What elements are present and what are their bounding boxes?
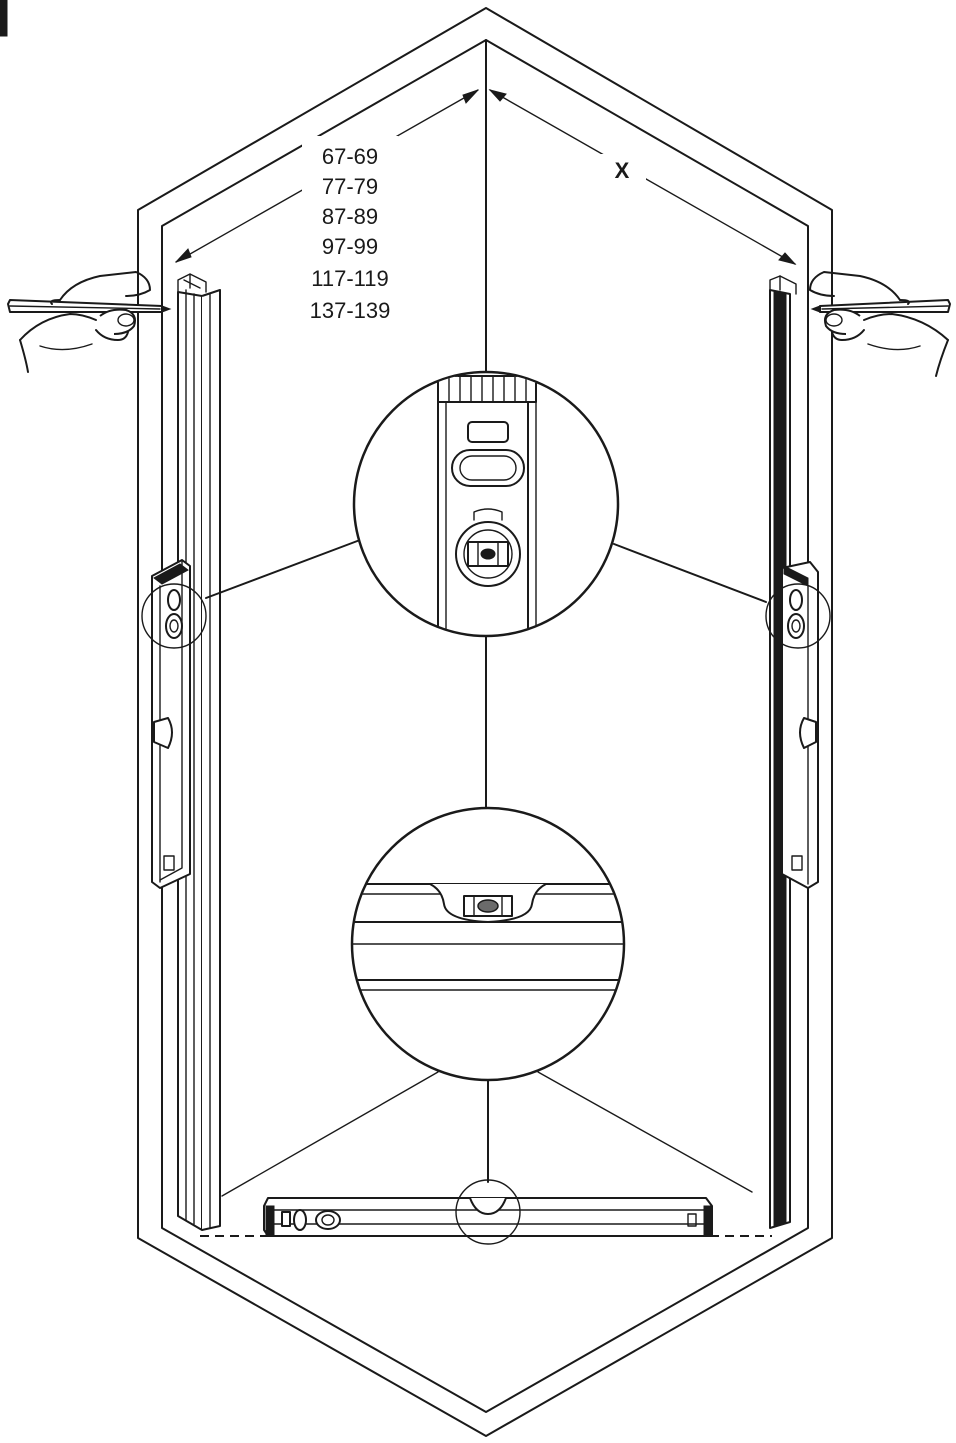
dimension-label-4: 97-99 <box>322 234 378 259</box>
vertical-level-detail-bubble <box>352 370 620 638</box>
right-wall-profile <box>769 275 797 1229</box>
dimension-label-3: 87-89 <box>322 204 378 229</box>
left-hand-pencil <box>7 271 172 373</box>
tray-inner-outline <box>161 39 809 1413</box>
left-spirit-level <box>151 559 191 889</box>
leader-line-left <box>205 539 361 599</box>
right-zoom-marker <box>765 583 831 649</box>
leader-line-lower-right <box>537 1071 753 1193</box>
right-spirit-level <box>781 561 819 889</box>
floor-spirit-level <box>263 1197 713 1237</box>
tray-outer-outline <box>137 7 833 1437</box>
dimension-label-1: 67-69 <box>322 144 378 169</box>
left-zoom-marker <box>141 583 207 649</box>
floor-zoom-marker <box>455 1179 521 1245</box>
horizontal-level-detail-bubble <box>350 806 626 1082</box>
leader-line-lower-left <box>221 1071 439 1197</box>
page-corner-tab <box>0 0 8 37</box>
dimension-label-2: 77-79 <box>322 174 378 199</box>
leader-line-right <box>613 543 767 603</box>
dimension-label-group: 67-69 77-79 87-89 97-99 117-119 137-139 <box>310 144 391 323</box>
right-hand-pencil <box>809 271 951 377</box>
variable-x-label: X <box>615 158 630 183</box>
dimension-label-6: 137-139 <box>310 298 391 323</box>
dimension-label-5: 117-119 <box>311 266 388 291</box>
